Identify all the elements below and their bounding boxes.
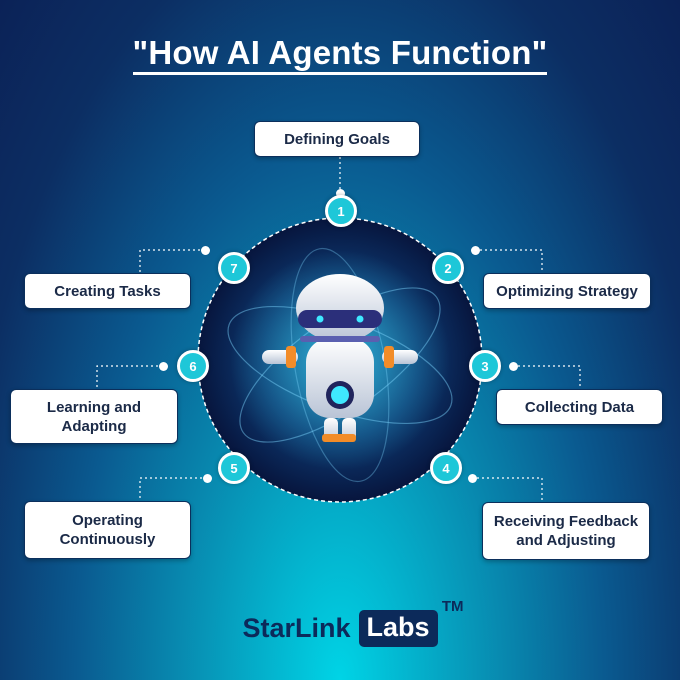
step-box-creating-tasks: Creating Tasks [24,273,191,309]
step-badge-4: 4 [430,452,462,484]
connector-line [96,365,163,390]
brand-highlight-text: Labs [366,612,430,642]
step-box-collecting-data: Collecting Data [496,389,663,425]
brand-name: StarLink [242,613,351,643]
robot-icon [262,274,418,442]
connector-dot [200,245,210,255]
step-box-optimizing-strategy: Optimizing Strategy [483,273,651,309]
connector-dot [158,361,168,371]
connector-dot [470,245,480,255]
connector-dot [202,473,212,483]
step-badge-2: 2 [432,252,464,284]
step-box-learning-adapting: Learning and Adapting [10,389,178,444]
page-title: "How AI Agents Function" [0,34,680,75]
brand-highlight: Labs TM [358,598,464,647]
step-badge-1: 1 [325,195,357,227]
connector-line [513,365,581,391]
step-badge-7: 7 [218,252,250,284]
step-badge-5: 5 [218,452,250,484]
step-box-receiving-feedback: Receiving Feedback and Adjusting [482,502,650,560]
step-box-defining-goals: Defining Goals [254,121,420,157]
connector-dot [467,473,477,483]
step-badge-6: 6 [177,350,209,382]
connector-dot [335,188,345,198]
step-box-operating-continuously: Operating Continuously [24,501,191,559]
trademark-mark: TM [441,598,464,615]
connector-line [472,477,543,504]
connector-dot [508,361,518,371]
connector-line [475,249,543,276]
step-badge-3: 3 [469,350,501,382]
brand-logo: StarLink Labs TM [0,598,680,647]
connector-line [139,477,207,503]
connector-line [139,249,205,274]
